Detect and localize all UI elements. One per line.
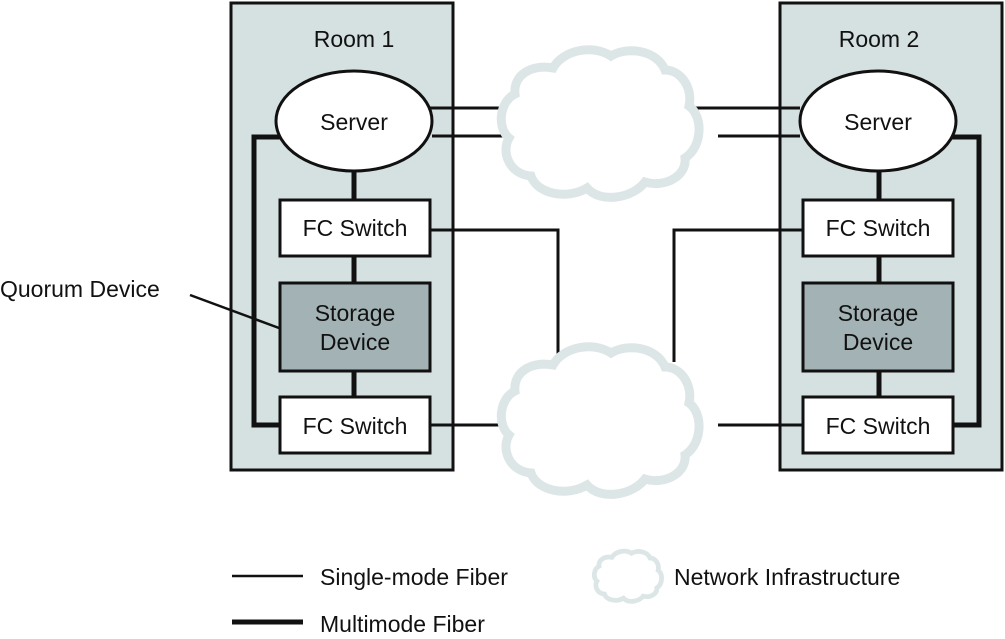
room-2-fc-switch-bottom-label: FC Switch — [826, 413, 931, 439]
legend-multimode-label: Multimode Fiber — [320, 611, 485, 637]
legend-single-mode-label: Single-mode Fiber — [320, 564, 508, 590]
room1-server-fcswitch-bottom-loop — [251, 134, 285, 428]
room-1-storage-label-line1: Storage — [315, 300, 396, 326]
link-fcswitch1-top-cloud — [430, 228, 560, 378]
room-1-fc-switch-bottom-label: FC Switch — [303, 413, 408, 439]
room-2-fc-switch-top — [801, 198, 955, 258]
room-1-server — [274, 69, 434, 173]
legend-cloud-icon — [594, 551, 661, 601]
network-cloud-top — [501, 50, 699, 198]
room-1-server-label: Server — [320, 109, 388, 135]
room-2-storage-label-line1: Storage — [838, 300, 919, 326]
legend: Single-mode Fiber Multimode Fiber Networ… — [232, 551, 900, 637]
link-fcswitch2-top-cloud — [672, 228, 804, 362]
room-2-label: Room 2 — [839, 26, 920, 52]
network-cloud-bottom — [501, 347, 699, 495]
legend-network-label: Network Infrastructure — [674, 564, 900, 590]
room-1-fc-switch-bottom — [278, 395, 432, 455]
room-1-fc-switch-top — [278, 198, 432, 258]
room-2-storage-label-line2: Device — [843, 329, 913, 355]
room-1-storage-label-line2: Device — [320, 329, 390, 355]
room-2-storage-device — [801, 281, 955, 373]
single-mode-links — [189, 106, 804, 427]
room-2-fc-switch-top-label: FC Switch — [826, 215, 931, 241]
room-2-server-label: Server — [844, 109, 912, 135]
quorum-callout-line — [189, 293, 280, 330]
room-1-fc-switch-top-label: FC Switch — [303, 215, 408, 241]
room-2-server — [798, 69, 958, 173]
room2-server-fcswitch-bottom-loop — [948, 134, 982, 428]
room-2-fc-switch-bottom — [801, 395, 955, 455]
room-1-storage-device — [278, 281, 432, 373]
quorum-device-label: Quorum Device — [0, 276, 160, 302]
room-1-label: Room 1 — [314, 26, 395, 52]
multimode-links — [251, 134, 982, 428]
